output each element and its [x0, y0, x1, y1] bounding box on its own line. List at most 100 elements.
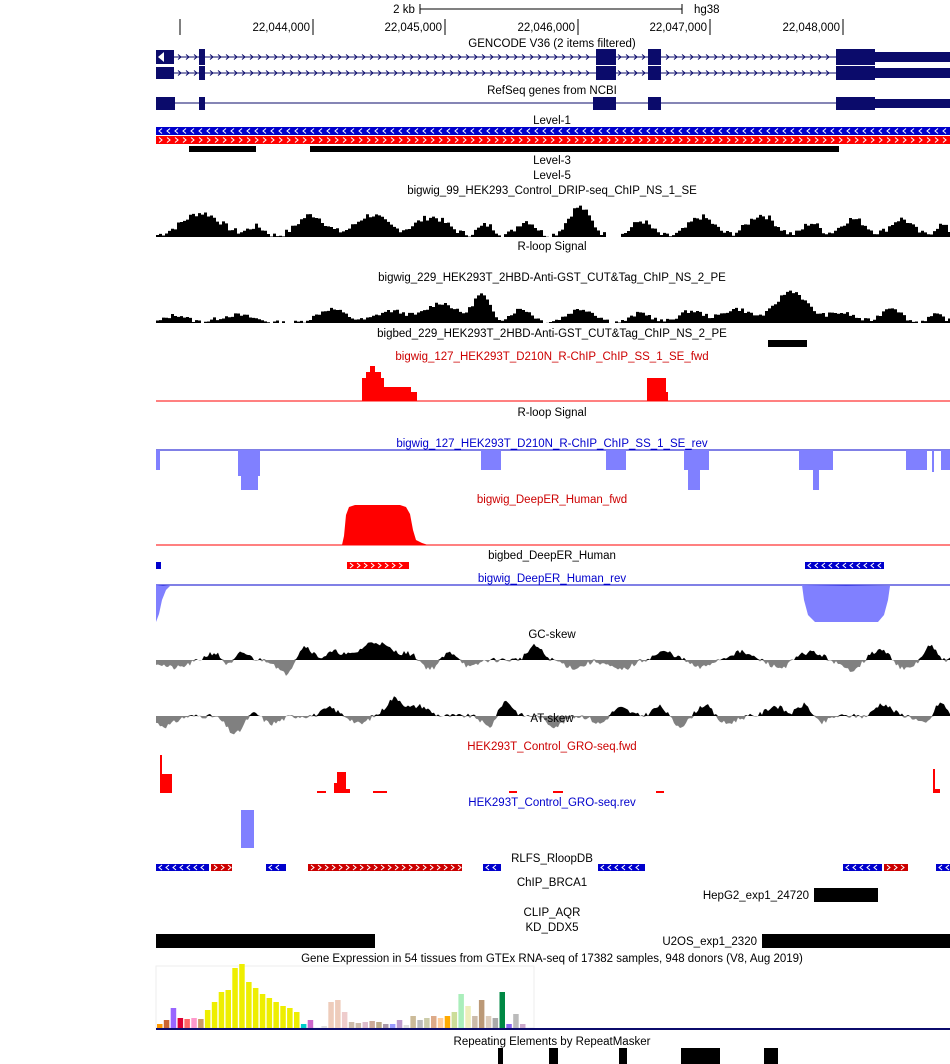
track-label-drip-seq[interactable]: bigwig_99_HEK293_Control_DRIP-seq_ChIP_N… — [407, 185, 697, 197]
r-chip-fwd-signal[interactable] — [156, 366, 950, 402]
r-chip-rev-signal[interactable] — [156, 449, 950, 490]
gtex-tissue-bar[interactable] — [177, 1018, 184, 1028]
gtex-tissue-bar[interactable] — [335, 1000, 341, 1028]
gtex-tissue-bar[interactable] — [485, 1016, 492, 1028]
gtex-tissue-bar[interactable] — [246, 982, 252, 1028]
at-skew-signal[interactable] — [156, 696, 950, 735]
gtex-tissue-bar[interactable] — [451, 1012, 458, 1028]
rlfs-features[interactable] — [156, 864, 950, 871]
track-label-gencode[interactable]: GENCODE V36 (2 items filtered) — [468, 38, 636, 50]
gtex-tissue-bar[interactable] — [300, 1024, 307, 1028]
track-label-level3[interactable]: Level-3 — [533, 155, 571, 167]
gtex-tissue-bar[interactable] — [252, 988, 259, 1028]
gro-seq-fwd-signal[interactable] — [160, 755, 940, 793]
gtex-tissue-bar[interactable] — [218, 992, 225, 1028]
track-label-gtex[interactable]: Gene Expression in 54 tissues from GTEx … — [301, 953, 803, 965]
gtex-tissue-bar[interactable] — [163, 1020, 170, 1028]
gtex-tissue-bar[interactable] — [266, 998, 273, 1028]
gtex-tissue-bar[interactable] — [424, 1018, 430, 1028]
gtex-tissue-bar[interactable] — [520, 1024, 526, 1028]
cut-tag-signal[interactable] — [156, 290, 950, 323]
track-label-brca1[interactable]: ChIP_BRCA1 — [517, 877, 587, 889]
gtex-tissue-bar[interactable] — [341, 1012, 348, 1028]
track-label-at-skew[interactable]: AT-skew — [530, 713, 574, 725]
bigbed-229-feature[interactable] — [768, 340, 807, 347]
track-label-deeper-rev[interactable]: bigwig_DeepER_Human_rev — [478, 573, 627, 585]
gtex-tissue-bar[interactable] — [396, 1020, 403, 1028]
gtex-tissue-bar[interactable] — [239, 964, 245, 1028]
gencode-gene-models[interactable] — [156, 49, 950, 80]
gtex-tissue-bar[interactable] — [417, 1020, 423, 1028]
track-label-gc-skew[interactable]: GC-skew — [528, 629, 576, 641]
deeper-bigbed-features[interactable] — [156, 562, 884, 569]
track-label-deeper-bigbed[interactable]: bigbed_DeepER_Human — [488, 550, 616, 562]
gtex-tissue-bar[interactable] — [348, 1022, 355, 1028]
track-label-r-chip-fwd[interactable]: bigwig_127_HEK293T_D210N_R-ChIP_ChIP_SS_… — [395, 351, 708, 363]
track-label-rloop-signal[interactable]: R-loop Signal — [517, 241, 586, 253]
gtex-tissue-bar[interactable] — [211, 1002, 218, 1028]
gtex-tissue-bar[interactable] — [362, 1022, 369, 1028]
track-label-bigbed-229[interactable]: bigbed_229_HEK293T_2HBD-Anti-GST_CUT&Tag… — [377, 328, 727, 340]
drip-seq-signal[interactable] — [156, 205, 950, 237]
gtex-tissue-bar[interactable] — [383, 1024, 389, 1028]
gtex-tissue-bar[interactable] — [376, 1022, 382, 1028]
base-position-ruler[interactable]: 22,044,000 22,045,000 22,046,000 22,047,… — [179, 19, 844, 35]
gtex-tissue-bar[interactable] — [492, 1018, 499, 1028]
gro-seq-rev-signal[interactable] — [241, 810, 254, 848]
track-label-rloop-signal-2[interactable]: R-loop Signal — [517, 407, 586, 419]
gtex-tissue-bar[interactable] — [198, 1019, 204, 1028]
track-label-cut-tag[interactable]: bigwig_229_HEK293T_2HBD-Anti-GST_CUT&Tag… — [378, 272, 726, 284]
gtex-tissue-bar[interactable] — [506, 1024, 512, 1028]
track-label-deeper-fwd[interactable]: bigwig_DeepER_Human_fwd — [477, 494, 627, 506]
deeper-fwd-signal[interactable] — [156, 505, 950, 546]
track-label-gro-seq-fwd[interactable]: HEK293T_Control_GRO-seq.fwd — [467, 741, 636, 753]
track-label-kd-ddx5[interactable]: KD_DDX5 — [525, 922, 578, 934]
gtex-tissue-bar[interactable] — [321, 1026, 327, 1028]
gtex-tissue-bar[interactable] — [204, 1010, 211, 1028]
deeper-rev-signal[interactable] — [156, 584, 950, 622]
track-label-repeatmasker[interactable]: Repeating Elements by RepeatMasker — [454, 1036, 651, 1048]
gtex-tissue-bar[interactable] — [389, 1024, 396, 1028]
level-1-features[interactable] — [156, 127, 950, 152]
track-label-gro-seq-rev[interactable]: HEK293T_Control_GRO-seq.rev — [468, 797, 636, 809]
gtex-tissue-bar[interactable] — [410, 1016, 416, 1028]
gtex-tissue-bar[interactable] — [232, 968, 238, 1028]
gtex-tissue-bar[interactable] — [478, 1000, 485, 1028]
gtex-tissue-bar[interactable] — [294, 1012, 300, 1028]
ddx5-features[interactable]: U2OS_exp1_2320 — [156, 934, 950, 948]
gtex-tissue-bar[interactable] — [157, 1024, 163, 1028]
gtex-tissue-bar[interactable] — [437, 1018, 444, 1028]
gtex-expression-chart[interactable] — [155, 964, 950, 1030]
gtex-tissue-bar[interactable] — [499, 992, 506, 1028]
gc-skew-signal[interactable] — [156, 642, 950, 676]
track-label-level5[interactable]: Level-5 — [533, 170, 571, 182]
brca1-feature[interactable]: HepG2_exp1_24720 — [703, 888, 878, 902]
track-label-rlfs[interactable]: RLFS_RloopDB — [511, 853, 593, 865]
gtex-tissue-bar[interactable] — [431, 1016, 437, 1028]
gtex-tissue-bar[interactable] — [355, 1023, 362, 1028]
gtex-tissue-bar[interactable] — [328, 1002, 334, 1028]
gtex-tissue-bar[interactable] — [465, 1006, 471, 1028]
gtex-tissue-bar[interactable] — [472, 1016, 478, 1028]
gtex-tissue-bar[interactable] — [307, 1020, 314, 1028]
track-label-level1[interactable]: Level-1 — [533, 115, 571, 127]
track-label-r-chip-rev[interactable]: bigwig_127_HEK293T_D210N_R-ChIP_ChIP_SS_… — [396, 438, 708, 450]
gtex-tissue-bar[interactable] — [280, 1006, 286, 1028]
repeatmasker-features[interactable] — [498, 1048, 778, 1064]
gtex-tissue-bar[interactable] — [513, 1014, 519, 1028]
gtex-tissue-bar[interactable] — [403, 1025, 410, 1028]
gtex-tissue-bar[interactable] — [191, 1018, 197, 1028]
gtex-tissue-bar[interactable] — [458, 994, 464, 1028]
gtex-tissue-bar[interactable] — [259, 994, 266, 1028]
gtex-tissue-bar[interactable] — [287, 1008, 293, 1028]
gtex-tissue-bar[interactable] — [170, 1008, 177, 1028]
gtex-tissue-bar[interactable] — [369, 1021, 375, 1028]
refseq-gene-model[interactable] — [156, 97, 950, 110]
gtex-tissue-bar[interactable] — [225, 990, 232, 1028]
gtex-tissue-bar[interactable] — [184, 1019, 190, 1028]
track-label-refseq[interactable]: RefSeq genes from NCBI — [487, 85, 617, 97]
track-label-clip-aqr[interactable]: CLIP_AQR — [524, 907, 581, 919]
gtex-tissue-bar[interactable] — [444, 1016, 451, 1028]
gtex-tissue-bar[interactable] — [273, 1002, 279, 1028]
